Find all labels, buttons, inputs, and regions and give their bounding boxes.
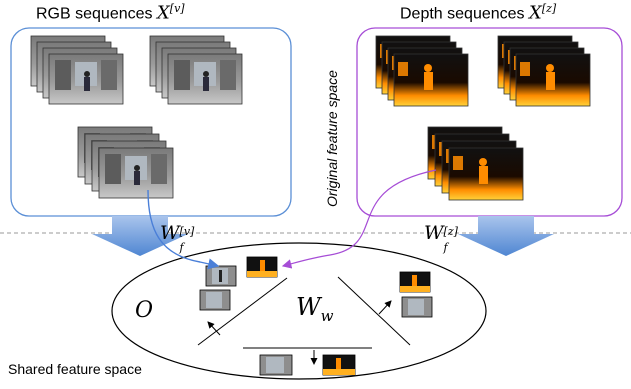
original-space-label: Original feature space: [324, 70, 340, 207]
rgb-projection-symbol: W: [160, 222, 180, 244]
rgb-link-curve: [147, 189, 220, 270]
shared-thumb-depth-right: [399, 271, 431, 293]
rgb-title-superscript: [v]: [169, 2, 185, 15]
depth-sequence-stack-1: [375, 35, 469, 107]
ellipse-label-o: O: [135, 298, 154, 323]
shared-space-label: Shared feature space: [8, 361, 142, 377]
depth-projection-arrow: [458, 216, 554, 256]
depth-sequence-stack-3: [427, 126, 524, 201]
rgb-projection-subscript: f: [179, 241, 184, 254]
shared-thumb-rgb-right: [401, 296, 433, 318]
rgb-projection-superscript: [v]: [179, 225, 195, 238]
center-symbol: W: [296, 293, 321, 321]
rgb-sequence-stack-1: [30, 35, 124, 105]
rgb-projection-arrow: [92, 216, 188, 256]
depth-title-superscript: [z]: [541, 2, 557, 15]
ellipse-divider-left: [197, 277, 288, 346]
depth-title-symbol: X: [528, 2, 542, 24]
shared-space-ellipse: [111, 242, 487, 380]
rgb-title-symbol: X: [156, 2, 170, 24]
shared-thumb-depth-top: [246, 256, 278, 278]
depth-panel-title: Depth sequences X[z]: [400, 2, 556, 23]
rgb-title-text: RGB sequences: [36, 5, 153, 23]
shared-thumb-rgb-mid: [199, 289, 231, 311]
rgb-sequence-stack-2: [149, 35, 243, 105]
shared-thumb-rgb-bottom: [259, 354, 293, 376]
depth-projection-label: W[z] f: [424, 222, 466, 254]
rgb-projection-label: W[v] f: [160, 222, 202, 254]
rgb-sequence-stack-3: [77, 126, 174, 199]
ellipse-divider-right: [337, 276, 411, 346]
depth-link-curve: [281, 169, 437, 269]
rgb-panel-title: RGB sequences X[v]: [36, 2, 185, 23]
depth-title-text: Depth sequences: [400, 5, 525, 23]
ellipse-center-label: Ww: [296, 293, 334, 325]
shared-thumb-rgb-top: [205, 265, 237, 287]
shared-thumb-depth-bottom: [322, 354, 356, 376]
center-subscript: w: [320, 306, 334, 325]
small-arrow-right: [378, 300, 392, 315]
small-arrow-left: [207, 321, 221, 336]
depth-projection-subscript: f: [443, 241, 448, 254]
depth-sequence-stack-2: [497, 35, 591, 107]
depth-projection-superscript: [z]: [443, 225, 458, 238]
depth-projection-symbol: W: [424, 222, 444, 244]
